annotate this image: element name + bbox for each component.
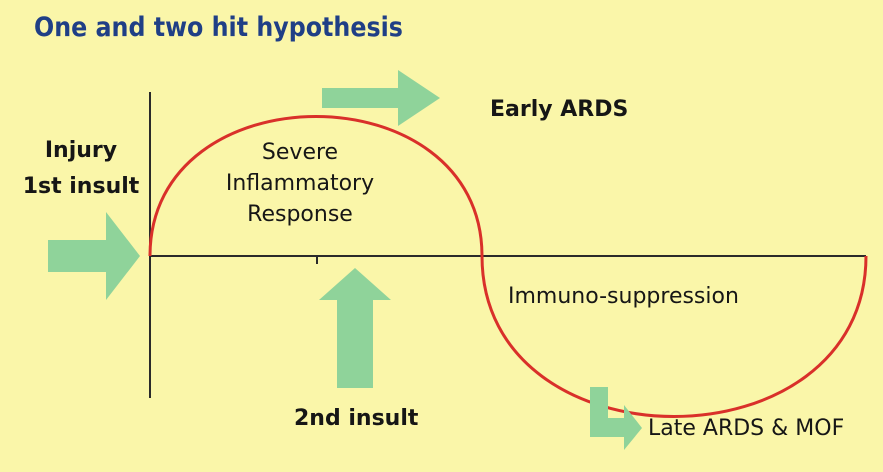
injury-label: Injury [44,138,118,163]
severe-label: Severe [261,140,339,165]
response-label: Response [247,202,353,227]
early-ards-arrow [322,70,440,126]
second-insult-label: 2nd insult [294,406,419,431]
first-insult-label: 1st insult [22,174,140,199]
late-ards-arrow [590,387,642,450]
immuno-suppression-curve [480,255,868,418]
second-insult-arrow [319,268,391,388]
late-ards-mof-label: Late ARDS & MOF [648,416,845,441]
immuno-suppression-label: Immuno-suppression [508,284,739,309]
early-ards-label: Early ARDS [490,97,629,122]
inflammatory-response-curve [148,115,484,257]
inflammatory-label: Inflammatory [225,171,375,196]
first-insult-arrow [48,212,140,300]
slide-title: One and two hit hypothesis [34,12,403,43]
